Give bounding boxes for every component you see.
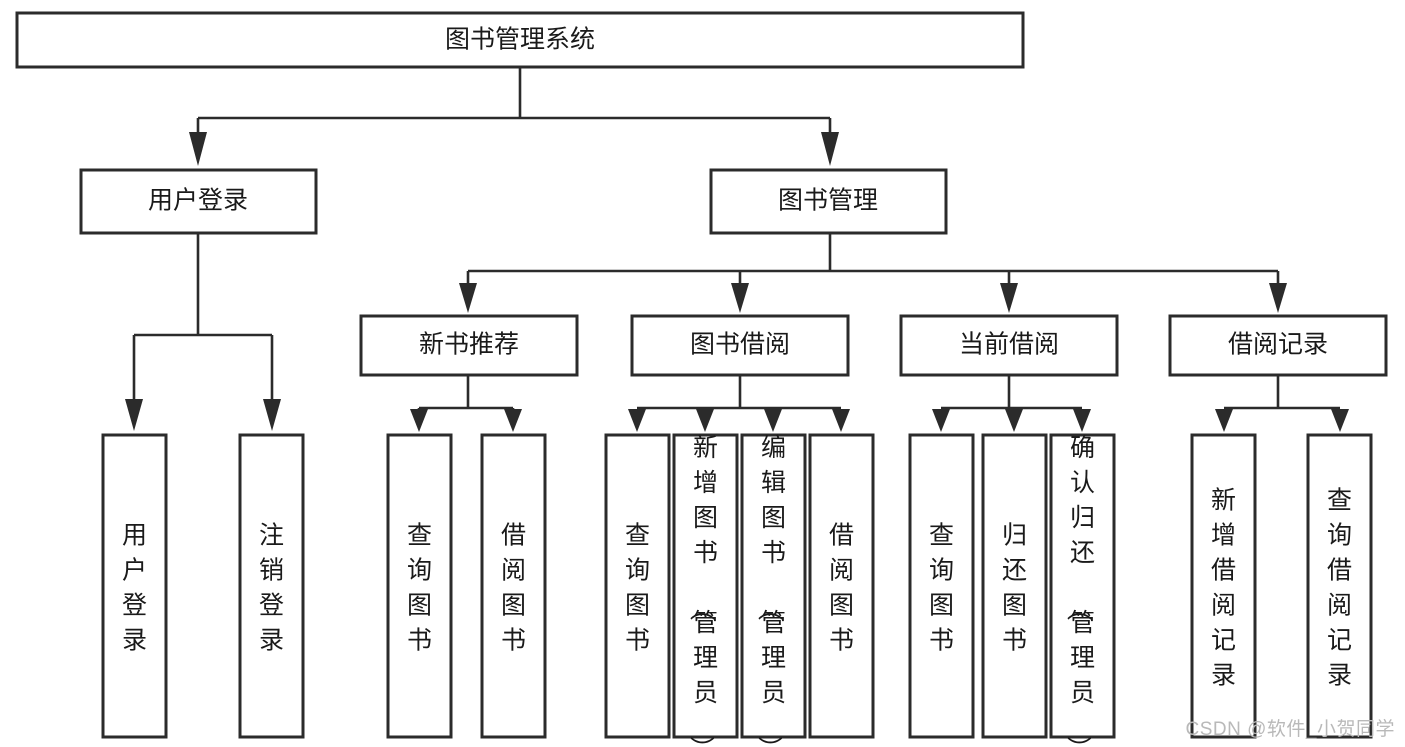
node-new-book-recommend-box[interactable] xyxy=(359,314,579,377)
connector-group-new-book-recommend xyxy=(410,375,522,432)
node-book-borrow[interactable]: 图书借阅 xyxy=(630,314,850,377)
node-leaf-logout-box[interactable] xyxy=(238,433,305,739)
csdn-watermark: CSDN @软件_小贺同学 xyxy=(1185,719,1395,740)
node-leaf-borrow-book-2-label: 借阅图书 xyxy=(829,521,854,654)
node-leaf-query-book-2[interactable]: 查询图书 xyxy=(604,433,671,739)
node-leaf-user-login-box[interactable] xyxy=(101,433,168,739)
node-leaf-borrow-book-2-box[interactable] xyxy=(808,433,875,739)
node-leaf-edit-book-box[interactable] xyxy=(740,433,807,739)
node-leaf-query-book-3-box[interactable] xyxy=(908,433,975,739)
node-leaf-borrow-book-2[interactable]: 借阅图书 xyxy=(808,433,875,739)
node-leaf-add-book-label: 新增图书（管理员） xyxy=(687,434,718,747)
connector-group-root xyxy=(189,67,839,166)
node-user-login-label: 用户登录 xyxy=(148,187,248,215)
node-root-label: 图书管理系统 xyxy=(445,26,595,54)
arrow-head-borrow-record xyxy=(1269,283,1287,313)
node-book-borrow-label: 图书借阅 xyxy=(690,331,790,359)
arrow-head-leaf-query-book-2 xyxy=(628,409,646,432)
node-user-login-box[interactable] xyxy=(79,168,318,235)
arrow-head-leaf-logout xyxy=(263,399,281,431)
node-leaf-borrow-book-1[interactable]: 借阅图书 xyxy=(480,433,547,739)
node-new-book-recommend[interactable]: 新书推荐 xyxy=(359,314,579,377)
node-leaf-query-book-1[interactable]: 查询图书 xyxy=(386,433,453,739)
arrow-head-leaf-query-record xyxy=(1331,409,1349,432)
node-book-manage[interactable]: 图书管理 xyxy=(709,168,948,235)
node-book-borrow-box[interactable] xyxy=(630,314,850,377)
arrow-head-leaf-query-book-1 xyxy=(410,409,428,432)
node-borrow-record-box[interactable] xyxy=(1168,314,1388,377)
arrow-head-leaf-add-book xyxy=(696,409,714,432)
arrow-head-leaf-return-book xyxy=(1005,409,1023,432)
node-leaf-query-book-3-label: 查询图书 xyxy=(929,521,954,654)
node-leaf-query-book-2-label: 查询图书 xyxy=(625,521,650,654)
node-leaf-borrow-book-1-box[interactable] xyxy=(480,433,547,739)
node-current-borrow-label: 当前借阅 xyxy=(959,331,1059,359)
node-new-book-recommend-label: 新书推荐 xyxy=(419,331,519,359)
arrow-head-leaf-borrow-book-1 xyxy=(504,409,522,432)
node-current-borrow-box[interactable] xyxy=(899,314,1119,377)
connector-group-current-borrow xyxy=(932,375,1091,432)
arrow-head-book-borrow xyxy=(731,283,749,313)
node-leaf-edit-book[interactable]: 编辑图书（管理员） xyxy=(740,433,807,747)
node-leaf-borrow-book-1-label: 借阅图书 xyxy=(501,521,526,654)
arrow-head-book-manage xyxy=(821,132,839,166)
node-leaf-return-book[interactable]: 归还图书 xyxy=(981,433,1048,739)
node-leaf-confirm-return[interactable]: 确认归还（管理员） xyxy=(1049,433,1116,747)
node-user-login[interactable]: 用户登录 xyxy=(79,168,318,235)
arrow-head-new-book-recommend xyxy=(459,283,477,313)
node-leaf-logout-label: 注销登录 xyxy=(259,521,284,654)
node-leaf-query-book-2-box[interactable] xyxy=(604,433,671,739)
node-borrow-record[interactable]: 借阅记录 xyxy=(1168,314,1388,377)
node-leaf-add-record-label: 新增借阅记录 xyxy=(1211,486,1236,689)
node-book-manage-box[interactable] xyxy=(709,168,948,235)
node-leaf-query-record[interactable]: 查询借阅记录 xyxy=(1306,433,1373,739)
node-leaf-query-book-1-box[interactable] xyxy=(386,433,453,739)
node-current-borrow[interactable]: 当前借阅 xyxy=(899,314,1119,377)
connector-group-borrow-record xyxy=(1215,375,1349,432)
arrow-head-user-login xyxy=(189,132,207,166)
node-leaf-add-record[interactable]: 新增借阅记录 xyxy=(1190,433,1257,739)
arrow-head-leaf-edit-book xyxy=(764,409,782,432)
arrow-head-leaf-query-book-3 xyxy=(932,409,950,432)
node-leaf-add-book[interactable]: 新增图书（管理员） xyxy=(672,433,739,747)
node-book-manage-label: 图书管理 xyxy=(778,187,878,215)
node-leaf-query-record-label: 查询借阅记录 xyxy=(1327,486,1352,689)
connector-group-book-manage xyxy=(459,233,1287,313)
node-leaf-user-login-label: 用户登录 xyxy=(122,521,147,654)
node-leaf-add-book-box[interactable] xyxy=(672,433,739,739)
node-borrow-record-label: 借阅记录 xyxy=(1228,331,1328,359)
arrow-head-current-borrow xyxy=(1000,283,1018,313)
connector-group-book-borrow xyxy=(628,375,850,432)
node-leaf-confirm-return-box[interactable] xyxy=(1049,433,1116,739)
arrow-head-leaf-confirm-return xyxy=(1073,409,1091,432)
leaf-node-layer: 用户登录 注销登录 查询图书 借阅图书 查询图书 新增图书（管理员） 编辑图书（管理员） 借阅… xyxy=(101,433,1373,747)
node-root[interactable]: 图书管理系统 xyxy=(15,11,1025,69)
arrow-head-leaf-borrow-book-2 xyxy=(832,409,850,432)
node-leaf-query-record-box[interactable] xyxy=(1306,433,1373,739)
node-leaf-add-record-box[interactable] xyxy=(1190,433,1257,739)
node-leaf-query-book-3[interactable]: 查询图书 xyxy=(908,433,975,739)
arrow-head-leaf-user-login xyxy=(125,399,143,431)
node-leaf-query-book-1-label: 查询图书 xyxy=(407,521,432,654)
node-leaf-logout[interactable]: 注销登录 xyxy=(238,433,305,739)
node-leaf-confirm-return-label: 确认归还（管理员） xyxy=(1064,434,1095,747)
connector-group-user-login xyxy=(125,233,281,431)
arrow-head-leaf-add-record xyxy=(1215,409,1233,432)
node-root-box[interactable] xyxy=(15,11,1025,69)
node-leaf-edit-book-label: 编辑图书（管理员） xyxy=(755,434,786,747)
node-leaf-return-book-box[interactable] xyxy=(981,433,1048,739)
node-leaf-user-login[interactable]: 用户登录 xyxy=(101,433,168,739)
node-leaf-return-book-label: 归还图书 xyxy=(1002,521,1027,654)
